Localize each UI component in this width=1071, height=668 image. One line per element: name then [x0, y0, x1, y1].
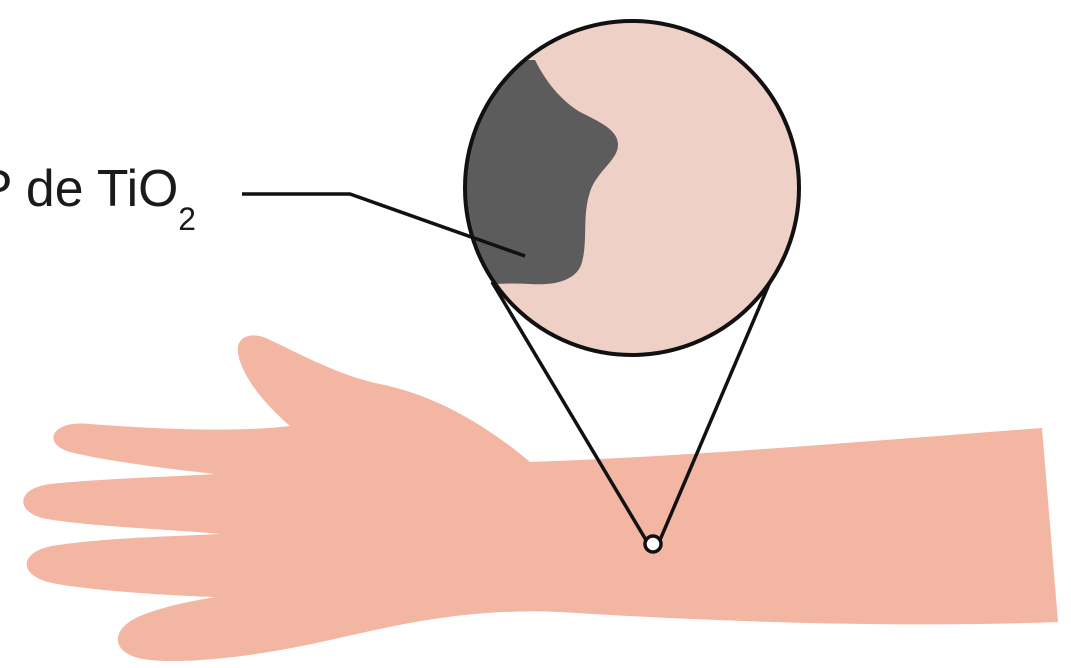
- arm-illustration: [23, 335, 1058, 661]
- spot-marker: [645, 536, 661, 552]
- tio2-label-main: P de TiO: [0, 160, 178, 218]
- magnifier-circle: [440, 21, 799, 355]
- tio2-label-subscript: 2: [178, 201, 196, 237]
- arm-shape: [23, 335, 1058, 661]
